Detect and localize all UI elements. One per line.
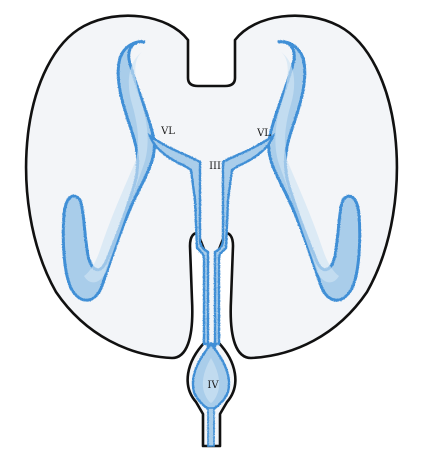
central-canal: [208, 408, 214, 446]
label-fourth-ventricle: IV: [207, 380, 219, 391]
label-third-ventricle: III: [209, 161, 221, 172]
label-right-lateral-ventricle: VL: [256, 128, 271, 139]
label-left-lateral-ventricle: VL: [160, 126, 175, 137]
